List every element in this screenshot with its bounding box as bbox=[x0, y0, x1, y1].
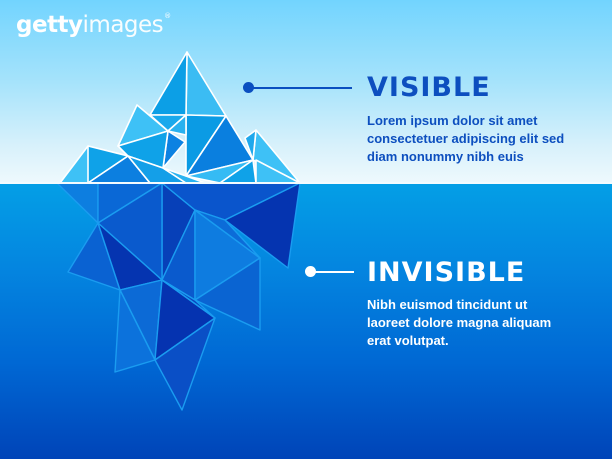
visible-line: diam nonummy nibh euis bbox=[367, 149, 524, 164]
waterline bbox=[0, 182, 612, 184]
invisible-heading: INVISIBLE bbox=[367, 257, 526, 288]
watermark-light: images bbox=[82, 12, 164, 38]
registered-mark: ® bbox=[164, 12, 171, 20]
visible-line: consectetuer adipiscing elit sed bbox=[367, 131, 565, 146]
invisible-connector-line bbox=[305, 266, 354, 277]
invisible-line: laoreet dolore magna aliquam bbox=[367, 315, 552, 330]
visible-connector-line bbox=[243, 82, 352, 93]
watermark-bold: getty bbox=[16, 12, 83, 38]
invisible-connector-dot-icon bbox=[305, 266, 316, 277]
invisible-description: Nibh euismod tincidunt ut laoreet dolore… bbox=[367, 296, 551, 350]
visible-connector-dot-icon bbox=[243, 82, 254, 93]
invisible-line: erat volutpat. bbox=[367, 333, 449, 348]
invisible-line: Nibh euismod tincidunt ut bbox=[367, 297, 528, 312]
visible-line: Lorem ipsum dolor sit amet bbox=[367, 113, 538, 128]
visible-description: Lorem ipsum dolor sit amet consectetuer … bbox=[367, 112, 564, 166]
iceberg-tip bbox=[59, 51, 301, 184]
visible-heading: VISIBLE bbox=[367, 72, 491, 103]
iceberg-body bbox=[56, 182, 301, 411]
gettyimages-watermark: gettyimages® bbox=[16, 12, 171, 38]
